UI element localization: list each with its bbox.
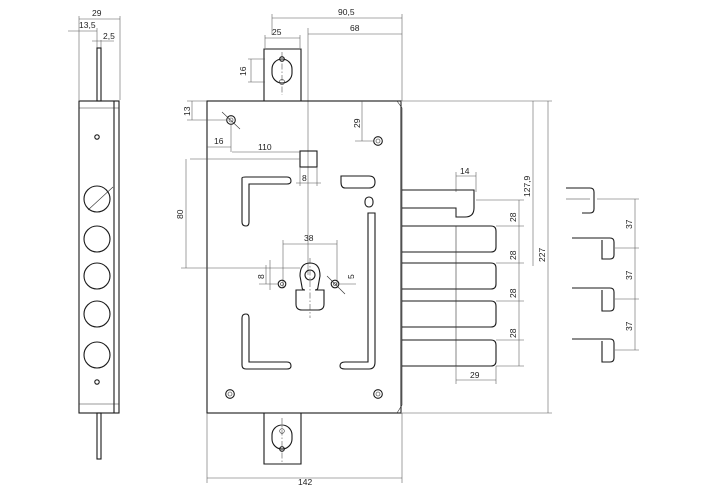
dim-hole-right: 29	[352, 118, 362, 128]
dim-spindle-square: 8	[302, 173, 307, 183]
dim-detail-pitch-3: 37	[624, 321, 634, 331]
side-view: 29 13,5 2,5	[68, 8, 121, 460]
dim-tab-slot: 16	[238, 66, 248, 76]
dim-bolt-pitch-3: 28	[508, 288, 518, 298]
dim-hole-top: 13	[182, 106, 192, 116]
dim-bolt-pitch-2: 28	[508, 250, 518, 260]
dim-side-overall: 29	[92, 8, 102, 18]
dim-cylinder-right: 5	[346, 274, 356, 279]
bolt-details: 37 37 37	[566, 187, 639, 363]
dim-case-top-to-hole: 68	[350, 23, 360, 33]
front-view-case: 90,5 68 25 16 13 16 29 110 8 80 38 8 5 1…	[175, 7, 403, 487]
dim-tab-width: 25	[272, 27, 282, 37]
dim-detail-pitch-2: 37	[624, 270, 634, 280]
bolts: 14 28 28 28 28 29 127,9 227	[402, 100, 552, 414]
dim-bolt-length: 29	[470, 370, 480, 380]
dim-side-offset: 13,5	[79, 20, 96, 30]
dim-bolt-pitch-4: 28	[508, 328, 518, 338]
dim-case-overall-width: 142	[298, 477, 312, 487]
dim-spindle-offset: 110	[258, 142, 272, 152]
dim-bolt-pitch-1: 28	[508, 212, 518, 222]
dim-backset: 80	[175, 209, 185, 219]
dim-side-plate: 2,5	[103, 31, 115, 41]
dim-hole-left: 16	[214, 136, 224, 146]
dim-cylinder-left: 8	[256, 274, 266, 279]
dim-overall-height: 227	[537, 248, 547, 262]
dim-latch-width: 14	[460, 166, 470, 176]
dim-case-top-width: 90,5	[338, 7, 355, 17]
dim-cylinder-width: 38	[304, 233, 314, 243]
dim-case-height: 127,9	[522, 175, 532, 197]
dim-detail-pitch-1: 37	[624, 219, 634, 229]
